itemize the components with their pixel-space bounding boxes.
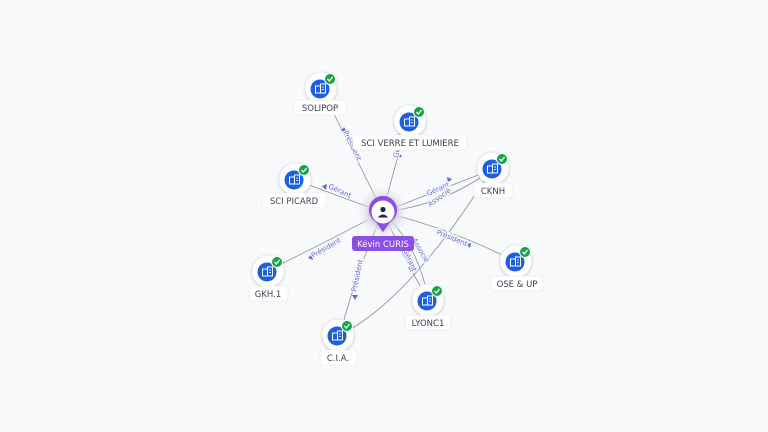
arrowheads: [308, 127, 471, 300]
node-lyonc1[interactable]: LYONC1: [404, 283, 452, 331]
edge-label-sci-picard: Gérant: [327, 183, 352, 201]
node-label-box: [261, 192, 327, 209]
node-label-gkh1: GKH.1: [255, 290, 282, 300]
node-label-solipop: SOLIPOP: [302, 104, 338, 114]
arrow-sci-picard: [322, 184, 327, 190]
node-ose-up[interactable]: OSE & UP: [490, 244, 544, 292]
node-label-cia: C.I.A.: [327, 354, 349, 364]
edge-cia-cknh: [339, 169, 492, 336]
node-sci-verre-et-lumiere[interactable]: SCI VERRE ET LUMIERE: [352, 104, 468, 151]
company-building-icon: [499, 244, 533, 278]
company-building-icon: [304, 71, 338, 105]
node-gkh1[interactable]: GKH.1: [248, 254, 289, 302]
company-building-icon: [321, 318, 355, 352]
node-label-box: [473, 182, 514, 199]
arrow-ose-up: [466, 243, 471, 248]
node-label-lyonc1: LYONC1: [412, 319, 445, 329]
arrow-cknh: [447, 177, 452, 183]
edge-label-cia: Président: [350, 259, 365, 293]
edge-label-ose-up: Président: [435, 228, 469, 248]
node-label-box: [248, 285, 289, 302]
edge-label-lyonc1-gerant: Gérant: [401, 248, 418, 273]
center-label-box: [352, 236, 414, 251]
node-label-box: [319, 349, 358, 366]
node-sci-picard[interactable]: SCI PICARD: [261, 162, 327, 209]
edge-label-gkh1: Président: [310, 236, 342, 259]
node-label-box: [293, 99, 347, 116]
node-label-box: [490, 275, 544, 292]
center-label: Kévin CURIS: [357, 239, 409, 250]
arrow-cia: [352, 295, 358, 300]
company-building-icon: [476, 151, 510, 185]
company-nodes: SOLIPOP SCI VERRE ET LUMIERE CKNH SCI PI…: [248, 71, 544, 366]
company-building-icon: [393, 104, 427, 138]
arrow-sci-verre: [396, 152, 402, 157]
node-label-ose-up: OSE & UP: [497, 280, 538, 290]
node-label-box: [404, 314, 452, 331]
node-cia[interactable]: C.I.A.: [319, 318, 358, 366]
arrow-solipop: [341, 127, 347, 132]
node-label-sci-verre-et-lumiere: SCI VERRE ET LUMIERE: [361, 139, 459, 149]
company-building-icon: [251, 254, 285, 288]
arrow-gkh1: [308, 254, 313, 260]
center-node[interactable]: Kévin CURIS: [352, 186, 414, 251]
node-solipop[interactable]: SOLIPOP: [293, 71, 347, 116]
node-label-cknh: CKNH: [481, 187, 505, 197]
arrow-lyonc1: [408, 267, 414, 272]
node-cknh[interactable]: CKNH: [473, 151, 514, 199]
company-building-icon: [278, 162, 312, 196]
person-icon: [377, 206, 389, 218]
company-building-icon: [411, 283, 445, 317]
node-label-box: [352, 134, 468, 151]
node-label-sci-picard: SCI PICARD: [270, 197, 319, 207]
